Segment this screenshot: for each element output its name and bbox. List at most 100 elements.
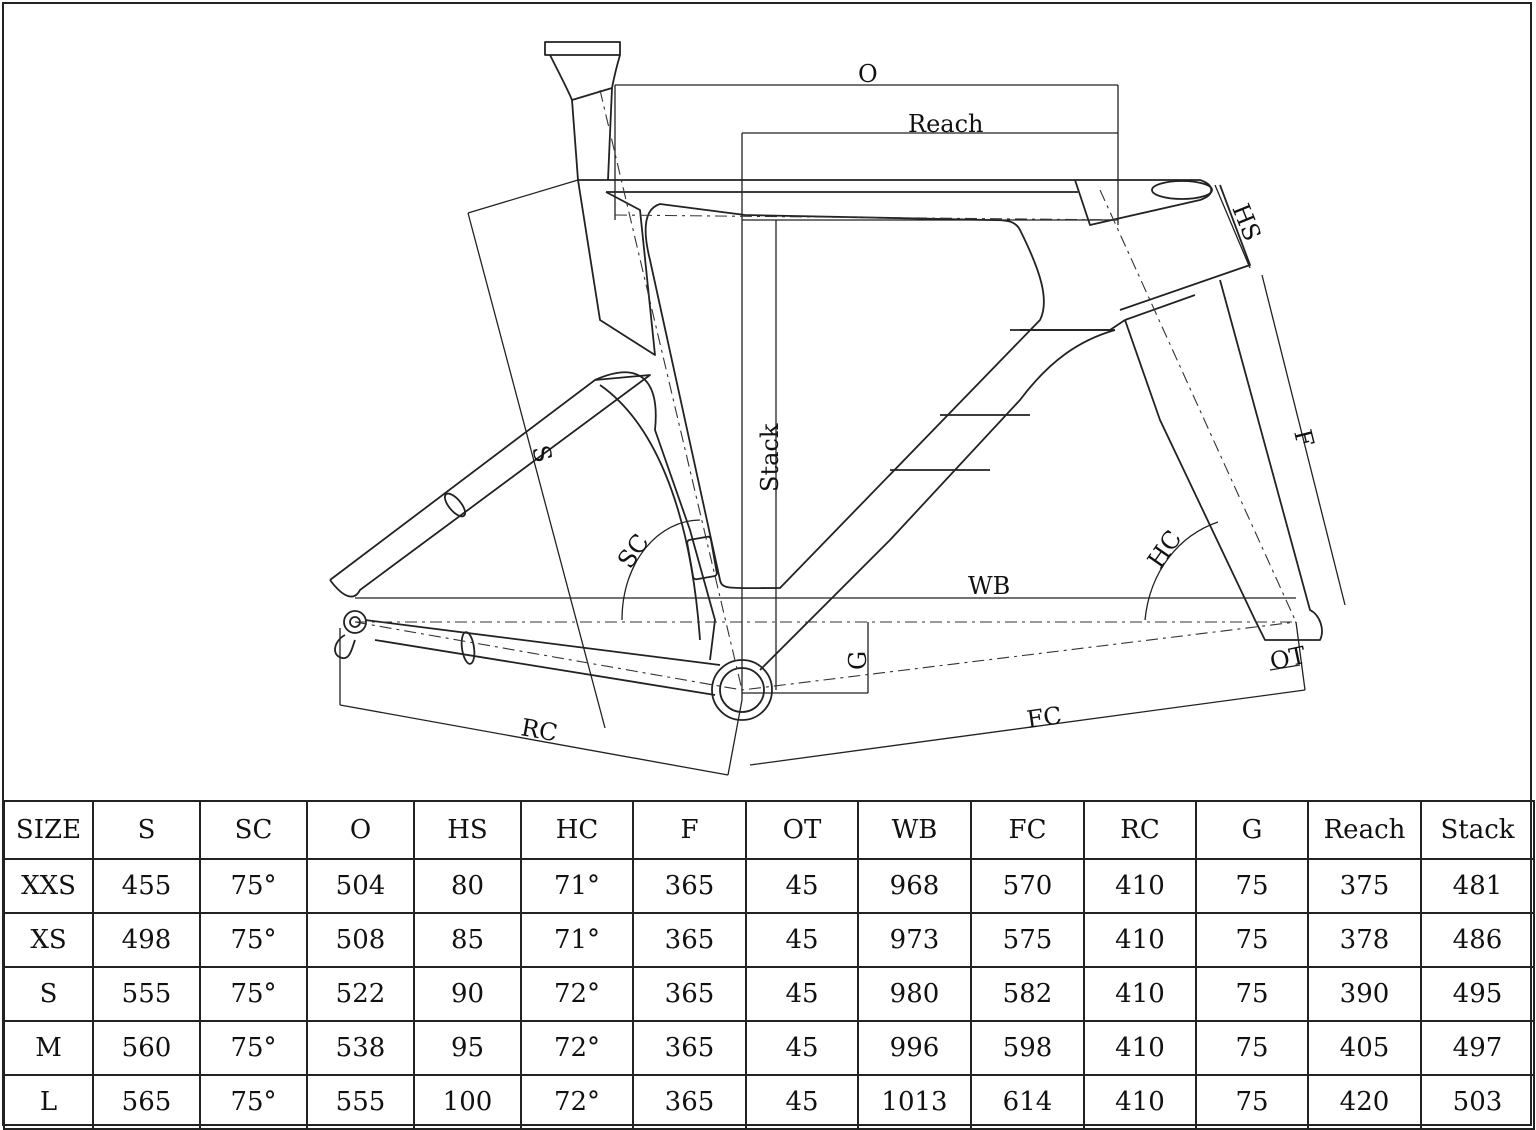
value-cell: 85 [413,912,522,968]
value-cell: 560 [92,1020,201,1076]
label-hs: HS [1226,200,1266,245]
value-cell: 582 [970,966,1085,1022]
size-cell: XXS [3,858,94,914]
column-header: Reach [1307,800,1422,860]
down-tube [759,319,1126,671]
value-cell: 575 [970,912,1085,968]
value-cell: 72° [520,1020,634,1076]
seatpost [571,87,613,181]
size-cell: S [3,966,94,1022]
column-header: HC [520,800,634,860]
value-cell: 100 [413,1074,522,1130]
value-cell: 45 [745,1020,859,1076]
seat-tube [577,179,656,356]
column-header: Stack [1420,800,1535,860]
rc-dimension-line [339,628,743,776]
value-cell: 365 [632,966,747,1022]
value-cell: 365 [632,912,747,968]
seatpost-head [544,41,621,101]
frame-geometry-diagram: O Reach Stack HS F S SC HC WB G OT RC FC [329,41,1346,776]
chain-stay-section [460,631,476,665]
column-header: S [92,800,201,860]
column-header: O [306,800,415,860]
value-cell: 495 [1420,966,1535,1022]
value-cell: 410 [1083,1020,1197,1076]
value-cell: 486 [1420,912,1535,968]
value-cell: 390 [1307,966,1422,1022]
value-cell: 45 [745,858,859,914]
label-o: O [858,60,878,88]
reach-dimension-line [741,132,1118,700]
value-cell: 498 [92,912,201,968]
value-cell: 75° [199,912,308,968]
size-cell: XS [3,912,94,968]
hc-angle-arc [1144,521,1219,621]
value-cell: 980 [857,966,972,1022]
front-triangle-inner [644,203,1045,590]
column-header: OT [745,800,859,860]
label-hc: HC [1142,525,1187,573]
value-cell: 614 [970,1074,1085,1130]
sc-angle-arc [621,519,701,621]
value-cell: 973 [857,912,972,968]
value-cell: 71° [520,912,634,968]
center-line-top [614,214,1119,221]
seat-tube-lower [594,371,716,661]
fork [1124,279,1323,641]
f-dimension-line [1261,274,1346,606]
column-header: RC [1083,800,1197,860]
value-cell: 405 [1307,1020,1422,1076]
value-cell: 75 [1195,1074,1309,1130]
value-cell: 538 [306,1020,415,1076]
value-cell: 508 [306,912,415,968]
value-cell: 503 [1420,1074,1535,1130]
label-fc: FC [1025,701,1064,734]
value-cell: 555 [92,966,201,1022]
value-cell: 75 [1195,1020,1309,1076]
value-cell: 1013 [857,1074,972,1130]
value-cell: 504 [306,858,415,914]
size-cell: M [3,1020,94,1076]
value-cell: 420 [1307,1074,1422,1130]
fc-dimension-line [749,621,1306,766]
size-cell: L [3,1074,94,1130]
chain-stay [364,619,721,696]
label-f: F [1288,427,1319,450]
label-wb: WB [968,572,1010,600]
value-cell: 555 [306,1074,415,1130]
value-cell: 968 [857,858,972,914]
value-cell: 996 [857,1020,972,1076]
value-cell: 75 [1195,858,1309,914]
value-cell: 410 [1083,966,1197,1022]
value-cell: 75° [199,858,308,914]
down-tube-graphic [890,329,1110,471]
value-cell: 72° [520,1074,634,1130]
value-cell: 75 [1195,912,1309,968]
value-cell: 565 [92,1074,201,1130]
label-sc: SC [612,529,655,574]
column-header: FC [970,800,1085,860]
column-header: SIZE [3,800,94,860]
value-cell: 75 [1195,966,1309,1022]
value-cell: 80 [413,858,522,914]
value-cell: 410 [1083,912,1197,968]
top-tube [578,179,1078,193]
value-cell: 71° [520,858,634,914]
value-cell: 410 [1083,858,1197,914]
center-line-head-tube [1099,189,1297,623]
column-header: WB [857,800,972,860]
value-cell: 75° [199,966,308,1022]
value-cell: 522 [306,966,415,1022]
value-cell: 455 [92,858,201,914]
head-tube [1074,179,1251,321]
value-cell: 90 [413,966,522,1022]
center-line-rear [354,621,1297,691]
column-header: F [632,800,747,860]
head-tube-top-ellipse [1151,180,1213,200]
value-cell: 598 [970,1020,1085,1076]
value-cell: 375 [1307,858,1422,914]
o-dimension-line [614,84,1119,225]
